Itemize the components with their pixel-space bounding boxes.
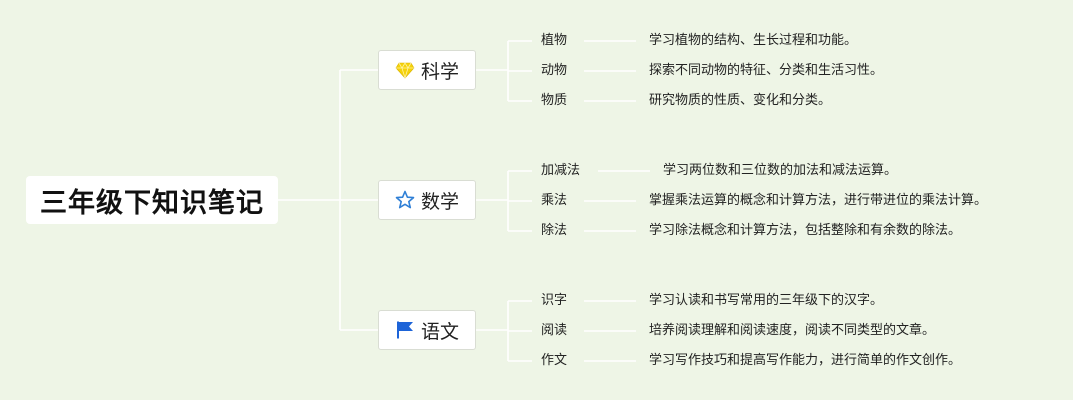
leaf-description: 学习植物的结构、生长过程和功能。 xyxy=(649,33,858,48)
leaf-node[interactable]: 物质 xyxy=(541,93,568,108)
leaf-description: 学习写作技巧和提高写作能力，进行简单的作文创作。 xyxy=(649,353,962,368)
branch-label: 科学 xyxy=(420,60,459,83)
leaf-node[interactable]: 阅读 xyxy=(541,323,568,338)
leaf-node[interactable]: 识字 xyxy=(541,293,568,308)
leaf-node[interactable]: 动物 xyxy=(541,63,568,78)
root-label: 三年级下知识笔记 xyxy=(40,187,264,219)
branch-label: 语文 xyxy=(420,320,459,343)
leaf-node[interactable]: 除法 xyxy=(541,223,568,238)
leaf-node[interactable]: 乘法 xyxy=(541,193,568,208)
leaf-description: 学习认读和书写常用的三年级下的汉字。 xyxy=(649,293,884,308)
branch-node-math[interactable]: 数学 xyxy=(378,180,476,220)
branch-node-science[interactable]: 科学 xyxy=(378,50,476,90)
leaf-node[interactable]: 作文 xyxy=(541,353,568,368)
flag-icon xyxy=(395,320,415,340)
branch-label: 数学 xyxy=(420,190,459,213)
leaf-node[interactable]: 加减法 xyxy=(541,163,581,178)
leaf-description: 探索不同动物的特征、分类和生活习性。 xyxy=(649,63,884,78)
leaf-description: 研究物质的性质、变化和分类。 xyxy=(649,93,832,108)
diamond-icon xyxy=(395,60,415,80)
leaf-description: 学习两位数和三位数的加法和减法运算。 xyxy=(663,163,898,178)
leaf-description: 培养阅读理解和阅读速度，阅读不同类型的文章。 xyxy=(649,323,936,338)
star-outline-icon xyxy=(395,190,415,210)
leaf-description: 学习除法概念和计算方法，包括整除和有余数的除法。 xyxy=(649,223,962,238)
leaf-node[interactable]: 植物 xyxy=(541,33,568,48)
root-node[interactable]: 三年级下知识笔记 xyxy=(26,176,278,224)
branch-node-chinese[interactable]: 语文 xyxy=(378,310,476,350)
leaf-description: 掌握乘法运算的概念和计算方法，进行带进位的乘法计算。 xyxy=(649,193,988,208)
